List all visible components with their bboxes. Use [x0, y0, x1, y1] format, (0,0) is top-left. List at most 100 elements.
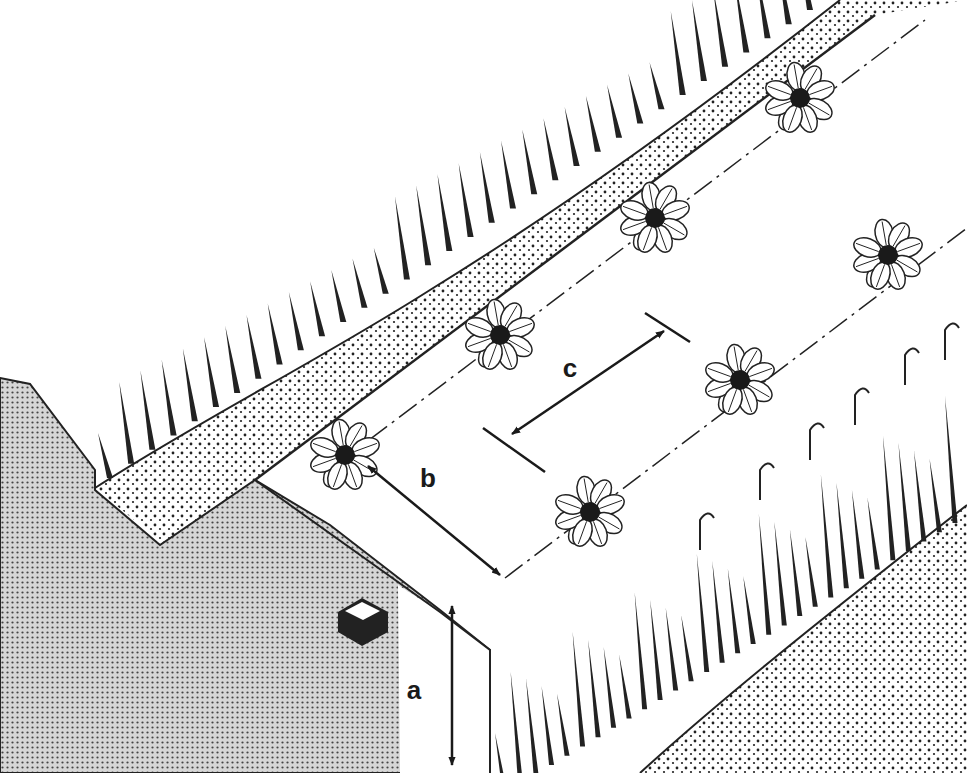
leaf-vein — [593, 521, 601, 544]
leaf-vein — [339, 422, 343, 446]
leaf-vein — [623, 221, 646, 229]
leaf-vein — [348, 464, 356, 487]
grass-blade — [712, 561, 725, 663]
grass-blade — [628, 73, 643, 123]
grass-blade — [495, 733, 508, 773]
plant-crown — [790, 88, 810, 108]
grass-blade — [310, 281, 325, 336]
marker-box-top — [345, 602, 380, 620]
grass-blade — [945, 396, 958, 523]
grass-blade — [734, 0, 749, 53]
strawberry-plant — [553, 475, 627, 549]
leaf-vein — [728, 389, 736, 412]
grass-blade — [183, 348, 198, 421]
dimension-arrow — [512, 331, 664, 434]
strawberry-plant — [308, 418, 382, 492]
dimension-label: b — [417, 465, 439, 491]
grass-blade — [543, 118, 558, 180]
leaf-vein — [558, 500, 581, 508]
leaf-vein — [734, 347, 738, 371]
plant-crown — [878, 245, 898, 265]
grass-blade — [140, 371, 155, 450]
grass-blade — [883, 435, 896, 560]
grass-blade — [790, 529, 803, 616]
leaf-vein — [558, 515, 581, 523]
grass-blade — [480, 152, 495, 223]
grass-hook — [700, 513, 714, 550]
leaf-vein — [803, 107, 811, 130]
lower-bank-edge — [640, 505, 967, 773]
grass-blade — [573, 631, 586, 746]
leaf-vein — [468, 323, 491, 331]
grass-blade — [697, 553, 710, 672]
leaf-vein — [856, 243, 879, 251]
gravel-path — [0, 378, 490, 773]
grass-blade — [511, 671, 523, 773]
strawberry-plant — [463, 298, 537, 372]
leaf-vein — [809, 86, 832, 94]
grass-blade — [635, 592, 648, 709]
grass-blade — [119, 382, 134, 464]
grass-blade — [225, 326, 240, 393]
grass-blade — [728, 568, 741, 653]
leaf-vein — [584, 479, 588, 503]
grass-blade — [522, 129, 537, 194]
grass-blade — [268, 304, 283, 365]
grass-blade — [836, 482, 849, 588]
leaf-vein — [856, 258, 879, 266]
grass-blade — [542, 686, 555, 765]
plant-crown — [730, 370, 750, 390]
plant-crown — [645, 208, 665, 228]
grass-blade — [289, 292, 304, 350]
leaf-vein — [503, 344, 511, 367]
plant-crown — [580, 502, 600, 522]
leaf-vein — [768, 86, 791, 94]
strawberry-plant — [618, 181, 692, 255]
grass-blade — [898, 443, 911, 551]
leaf-vein — [882, 222, 886, 246]
lower-bank — [640, 505, 967, 773]
dimension-tick — [645, 313, 690, 342]
leaf-vein — [708, 383, 731, 391]
grass-blade — [852, 490, 865, 579]
grass-blade — [437, 174, 452, 251]
grass-blade — [713, 0, 728, 67]
leaf-vein — [708, 368, 731, 376]
leaf-vein — [788, 107, 796, 130]
grass-blade — [692, 0, 707, 81]
grass-blade — [929, 458, 942, 532]
grass-blade — [557, 694, 570, 756]
grass-blade — [204, 337, 219, 407]
leaf-vein — [794, 65, 798, 89]
leaf-vein — [468, 338, 491, 346]
planting-row — [505, 228, 967, 578]
grass-blade — [604, 647, 617, 728]
leaf-vein — [578, 521, 586, 544]
grass-blade — [650, 62, 665, 109]
grass-blade — [650, 600, 663, 700]
leaf-vein — [494, 302, 498, 326]
strawberry-plant — [703, 343, 777, 417]
grass-blade — [331, 270, 346, 322]
grass-blade — [798, 0, 813, 10]
grass-blade — [586, 96, 601, 152]
grass-blade — [805, 537, 818, 607]
planting-row — [340, 20, 925, 462]
grass-blade — [588, 639, 601, 737]
grass-blade — [353, 259, 368, 308]
grass-blade — [743, 576, 756, 644]
grass-blade — [501, 141, 516, 209]
leaf-vein — [658, 227, 666, 250]
upper-bank — [95, 0, 967, 545]
grass-blade — [162, 359, 177, 435]
row-edge-line — [255, 15, 875, 480]
grass-blade — [666, 608, 679, 691]
grass-blade — [681, 615, 694, 681]
channel — [398, 585, 490, 773]
grass-blade — [246, 315, 261, 379]
grass-blade — [374, 248, 389, 294]
grass-blade — [98, 433, 113, 478]
leaf-vein — [509, 323, 532, 331]
grass-hook — [905, 348, 919, 385]
